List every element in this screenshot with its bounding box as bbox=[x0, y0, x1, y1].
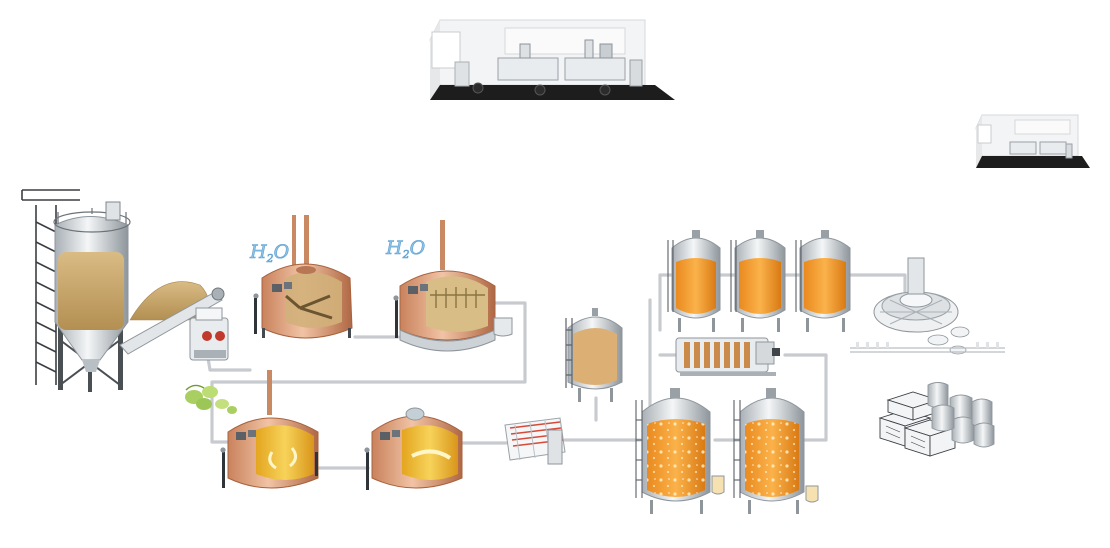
yeast-tank-icon bbox=[565, 308, 623, 402]
water-symbol-mash: H bbox=[249, 241, 267, 263]
wort-cooler-icon bbox=[504, 417, 566, 465]
wort-kettle-icon bbox=[220, 370, 319, 489]
lauter-tun-icon: H2O bbox=[385, 220, 513, 352]
laboratory-small-icon bbox=[975, 114, 1090, 168]
malt-silo-icon bbox=[21, 189, 131, 392]
mash-tun-icon: H2O bbox=[249, 215, 353, 339]
hops-icon bbox=[185, 384, 237, 414]
malt-mill-icon bbox=[119, 281, 229, 361]
svg-text:H2O: H2O bbox=[385, 237, 426, 261]
water-symbol-lauter: H bbox=[385, 237, 403, 259]
beer-filter-icon bbox=[675, 337, 780, 376]
laboratory-icon bbox=[429, 19, 675, 100]
bright-beer-tank-icon bbox=[635, 388, 819, 514]
whirlpool-icon bbox=[364, 407, 463, 490]
svg-text:H2O: H2O bbox=[249, 241, 290, 265]
fermentation-tank-icon bbox=[667, 230, 851, 332]
filler-carousel-icon bbox=[850, 257, 1005, 355]
kegs-icon bbox=[927, 382, 995, 448]
